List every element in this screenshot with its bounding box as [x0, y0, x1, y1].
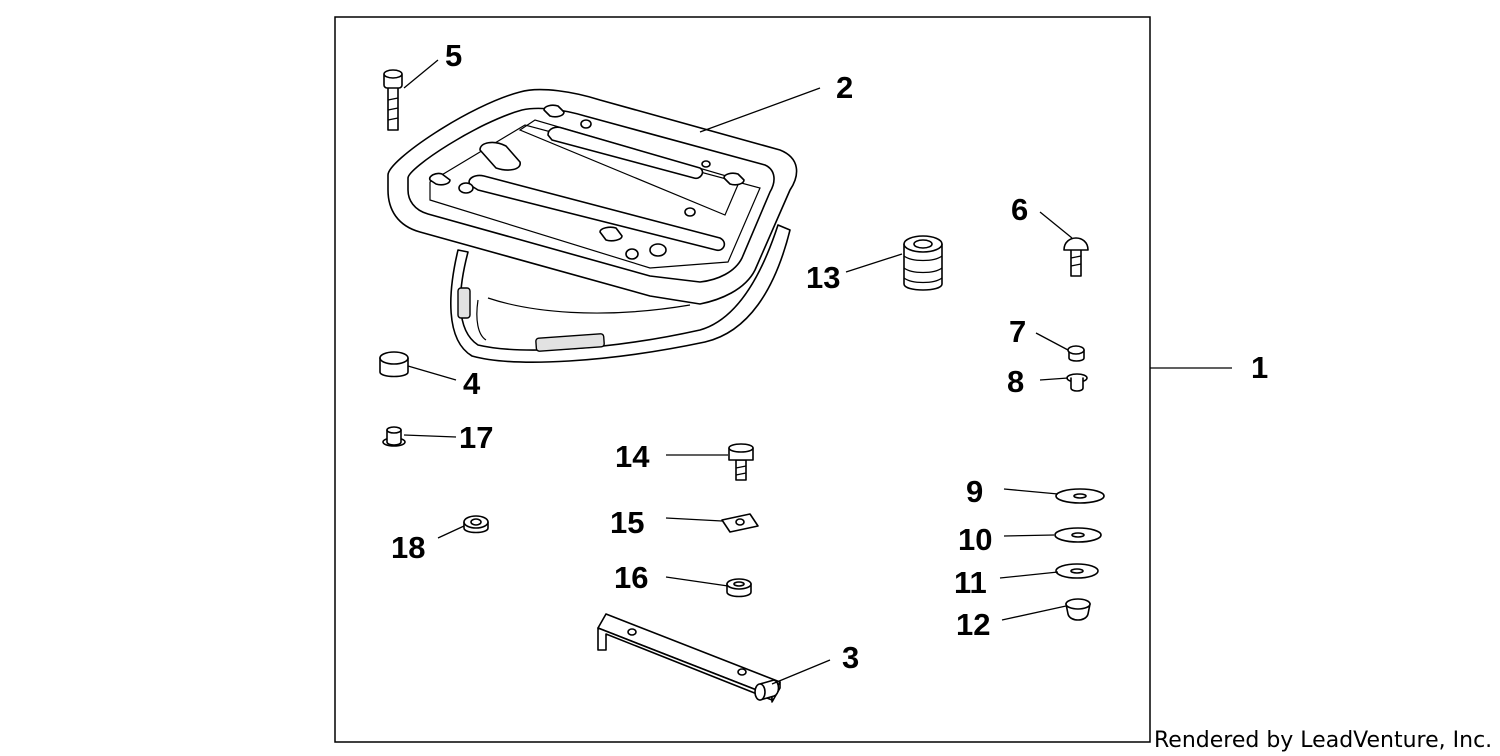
callout-1: 1 — [1251, 350, 1268, 385]
part-10-washer — [1054, 527, 1102, 543]
callout-10: 10 — [958, 522, 992, 557]
callout-12: 12 — [956, 607, 990, 642]
callout-6: 6 — [1011, 192, 1028, 227]
callout-16: 16 — [614, 560, 648, 595]
callout-9: 9 — [966, 474, 983, 509]
callout-11: 11 — [954, 565, 987, 600]
part-12-cap-nut — [1065, 598, 1091, 621]
part-6-button-bolt — [1063, 237, 1089, 277]
callout-2: 2 — [836, 70, 853, 105]
callout-14: 14 — [615, 439, 650, 474]
part-13-rubber-mount — [903, 235, 943, 291]
part-8-flange-nut — [1066, 373, 1088, 392]
callout-15: 15 — [610, 505, 644, 540]
part-9-washer — [1055, 488, 1105, 504]
callout-4: 4 — [463, 366, 481, 401]
part-11-washer — [1055, 563, 1099, 579]
part-2-carrier-rack — [387, 88, 798, 363]
render-credit: Rendered by LeadVenture, Inc. — [1154, 728, 1492, 753]
callout-13: 13 — [806, 260, 840, 295]
part-7-collar — [1067, 345, 1085, 362]
part-14-bolt — [728, 443, 754, 481]
callout-5: 5 — [445, 38, 462, 73]
leader-lines — [403, 59, 1232, 685]
callout-8: 8 — [1007, 364, 1024, 399]
part-18-washer — [463, 515, 489, 534]
callout-labels: 1 2 3 4 5 6 7 8 9 10 11 12 13 14 15 16 1… — [391, 38, 1268, 675]
callout-3: 3 — [842, 640, 859, 675]
part-4-spacer — [379, 351, 409, 378]
part-3-bracket — [597, 613, 781, 703]
part-16-collar — [726, 578, 752, 598]
part-5-long-bolt — [383, 69, 403, 131]
callout-18: 18 — [391, 530, 425, 565]
part-17-flange-nut — [382, 426, 406, 447]
callout-7: 7 — [1009, 314, 1026, 349]
assembly-frame — [334, 16, 1151, 743]
callout-17: 17 — [459, 420, 493, 455]
part-15-plate — [721, 513, 759, 533]
